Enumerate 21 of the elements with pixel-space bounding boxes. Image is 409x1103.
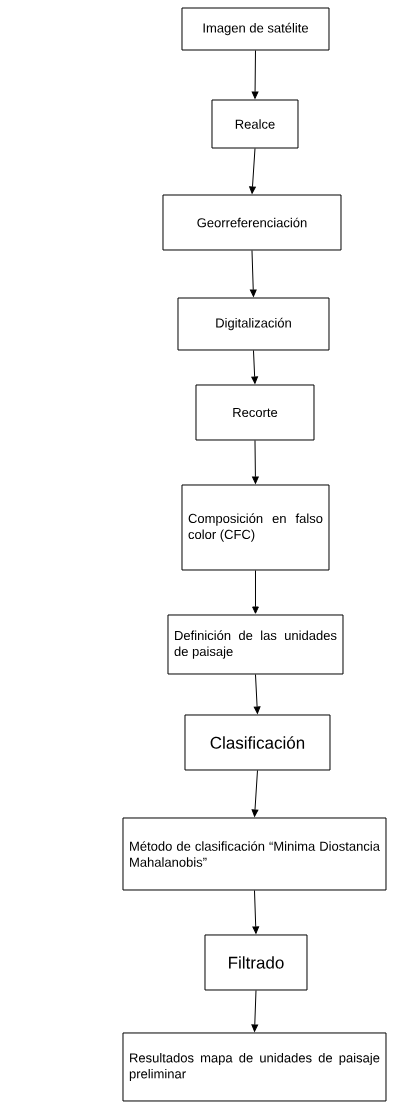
arrow	[252, 570, 259, 614]
arrow	[251, 350, 258, 384]
process-box: Composición en falso color (CFC)	[181, 484, 330, 571]
arrow	[249, 148, 256, 194]
process-box: Método de clasificación “Minima Diostancia Mahalanobis”	[122, 817, 387, 891]
process-box: Definición de las unidades de paisaje	[167, 614, 344, 675]
arrow	[249, 250, 257, 297]
process-box: Recorte	[195, 384, 315, 441]
process-box: Clasificación	[184, 714, 331, 771]
process-box: Resultados mapa de unidades de paisaje preliminar	[122, 1032, 387, 1102]
process-box: Digitalización	[177, 297, 330, 351]
arrow	[252, 890, 260, 934]
process-box: Georreferenciación	[162, 194, 342, 251]
arrow	[251, 770, 259, 817]
process-box: Filtrado	[204, 934, 308, 991]
arrow	[251, 990, 259, 1032]
arrow	[252, 440, 259, 484]
process-box: Realce	[211, 99, 299, 149]
arrow	[253, 674, 261, 714]
process-box: Imagen de satélite	[181, 7, 330, 51]
arrow	[251, 50, 259, 99]
